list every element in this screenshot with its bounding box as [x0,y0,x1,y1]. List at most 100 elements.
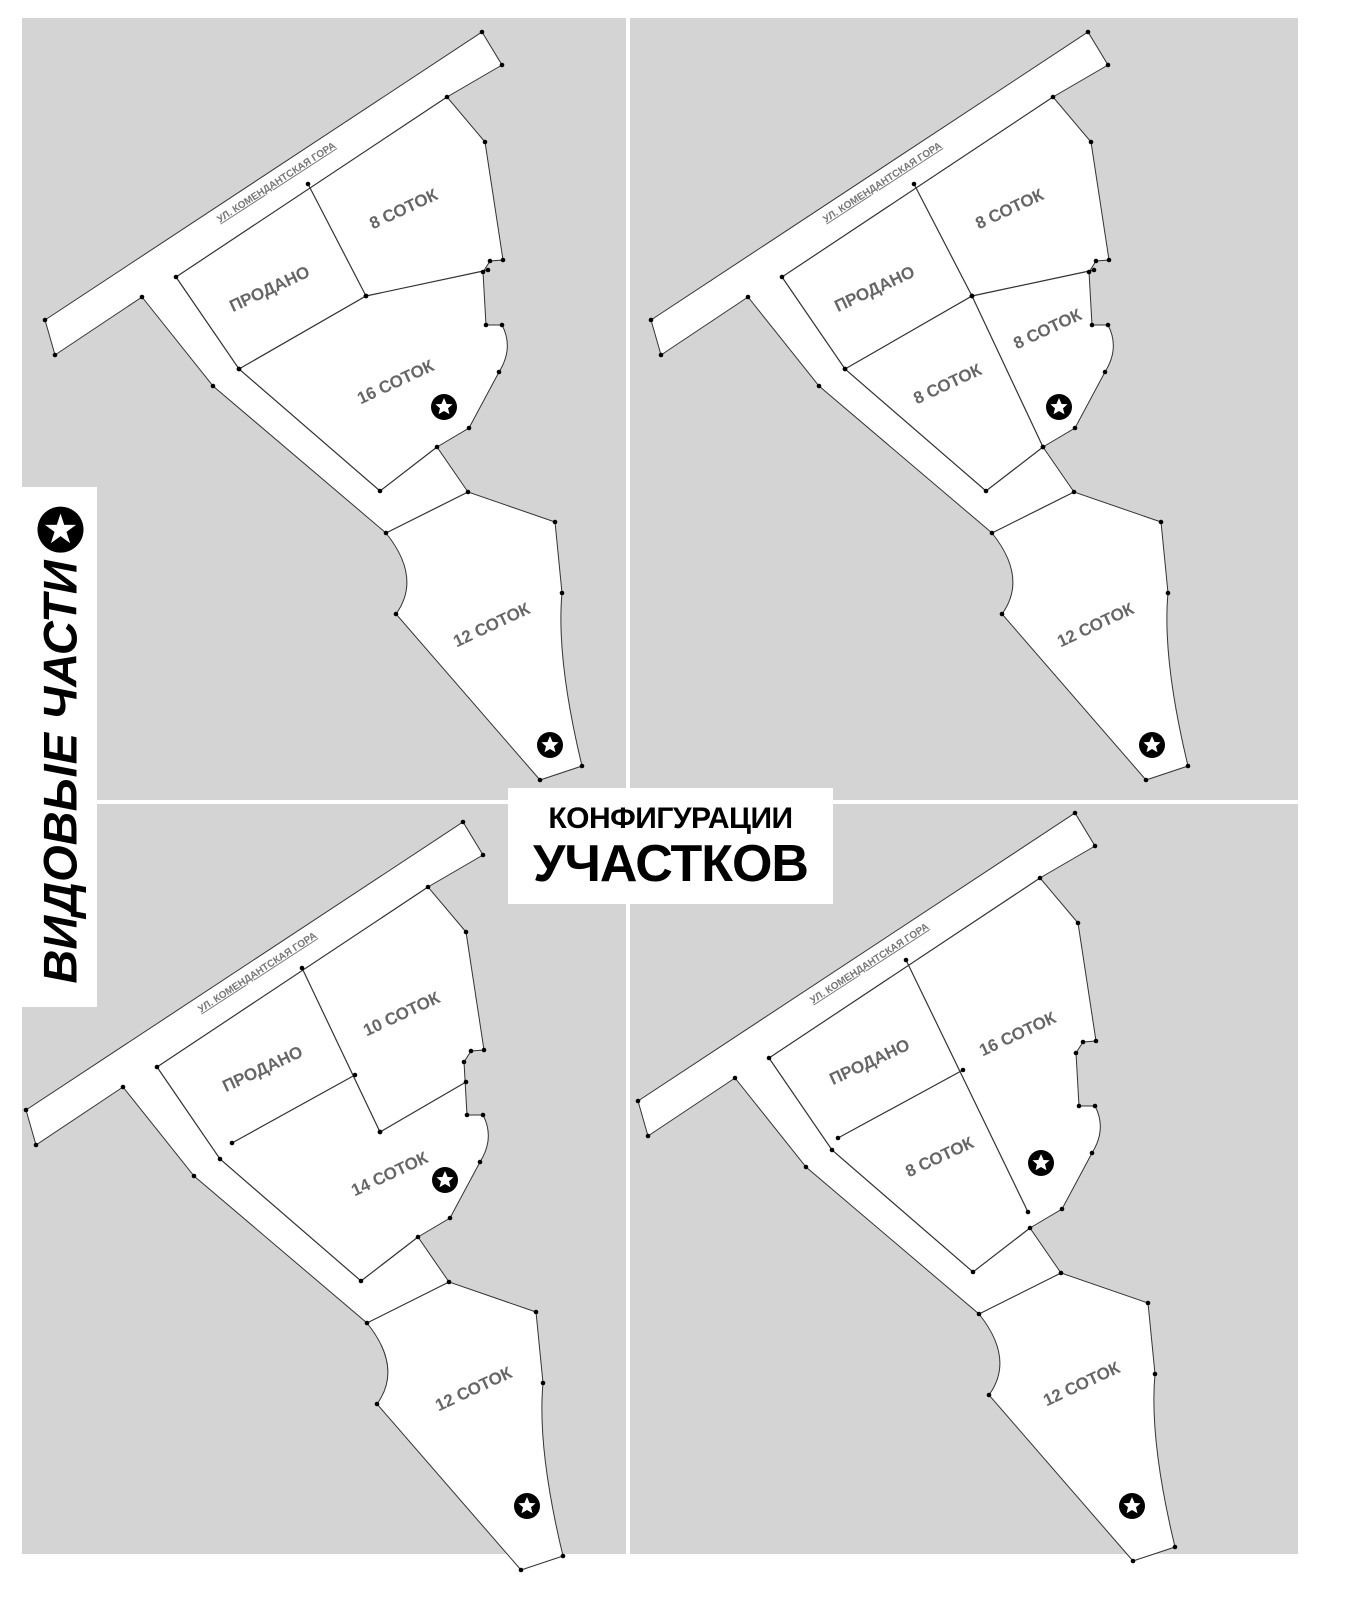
boundary-line [781,96,1054,278]
survey-point [139,294,145,300]
survey-point [236,366,242,372]
survey-point [364,1320,370,1326]
survey-point [463,1079,469,1085]
survey-point [1076,1103,1082,1109]
star-icon [431,394,457,420]
star-icon [514,1493,540,1519]
survey-point [483,322,489,328]
survey-point [579,763,585,769]
survey-point [1093,1038,1099,1044]
survey-point [533,1309,539,1315]
survey-point [1040,444,1046,450]
survey-point [305,181,311,187]
survey-point [540,1380,546,1386]
survey-point [463,929,469,935]
survey-point [299,965,305,971]
survey-point [496,369,502,375]
survey-point [466,425,472,431]
boundary-line [971,295,1044,448]
survey-point [383,530,389,536]
survey-point [1050,94,1056,100]
boundary-line [175,96,448,278]
survey-point [461,1059,467,1065]
survey-point [537,777,543,783]
survey-point [480,269,486,275]
survey-point [1088,139,1094,145]
star-icon [432,1167,458,1193]
survey-point [745,294,751,300]
survey-point [1145,1300,1151,1306]
boundary-line [175,276,438,492]
star-icon [1028,1150,1054,1176]
survey-point [217,1156,223,1162]
boundary-line [231,1074,356,1144]
survey-point [976,1311,982,1317]
boundary-line [978,1272,1062,1315]
survey-point [480,1112,486,1118]
survey-point [1105,62,1111,68]
survey-point [487,258,493,264]
survey-point [1172,1544,1178,1550]
survey-point [1158,519,1164,525]
survey-point [970,1269,976,1275]
survey-point [1106,257,1112,263]
survey-point [1058,1270,1064,1276]
survey-point [377,488,383,494]
survey-point [464,1112,470,1118]
survey-point [779,274,785,280]
survey-point [1093,258,1099,264]
survey-point [648,317,654,323]
survey-point [1071,489,1077,495]
survey-point [1165,590,1171,596]
survey-point [960,1067,966,1073]
boundary-line [156,886,429,1068]
survey-point [499,62,505,68]
survey-point [518,1567,524,1573]
survey-point [903,957,909,963]
survey-point [1130,1558,1136,1564]
survey-point [835,1135,841,1141]
boundary-line [781,276,1044,492]
boundary-line [379,1081,467,1133]
survey-point [446,1279,452,1285]
survey-point [393,611,399,617]
side-label: ВИДОВЫЕ ЧАСТИ ★ [33,506,88,984]
survey-point [477,1159,483,1165]
survey-point [480,852,486,858]
survey-point [1089,322,1095,328]
survey-point [1085,29,1091,35]
survey-point [52,352,58,358]
survey-point [1027,1225,1033,1231]
star-icon [1119,1493,1145,1519]
survey-point [766,1055,772,1061]
title-box: КОНФИГУРАЦИИ УЧАСТКОВ [508,788,833,904]
title-line-1: КОНФИГУРАЦИИ [548,802,793,835]
survey-point [1089,1150,1095,1156]
survey-point [989,530,995,536]
boundary-line [905,959,1029,1213]
boundary-line [768,1057,1031,1273]
survey-point [425,884,431,890]
survey-point [911,181,917,187]
survey-point [485,267,491,273]
survey-point [444,94,450,100]
survey-point [969,293,975,299]
title-line-2: УЧАСТКОВ [533,835,809,893]
side-label-text: ВИДОВЫЕ ЧАСТИ [33,560,87,984]
survey-point [1037,875,1043,881]
survey-point [1091,267,1097,273]
survey-point [479,29,485,35]
survey-point [986,1392,992,1398]
survey-point [465,489,471,495]
survey-point [1086,269,1092,275]
boundary-line [301,967,381,1133]
survey-point [460,819,466,825]
survey-point [374,1401,380,1407]
survey-point [658,352,664,358]
survey-point [210,383,216,389]
survey-point [482,139,488,145]
survey-point [500,257,506,263]
